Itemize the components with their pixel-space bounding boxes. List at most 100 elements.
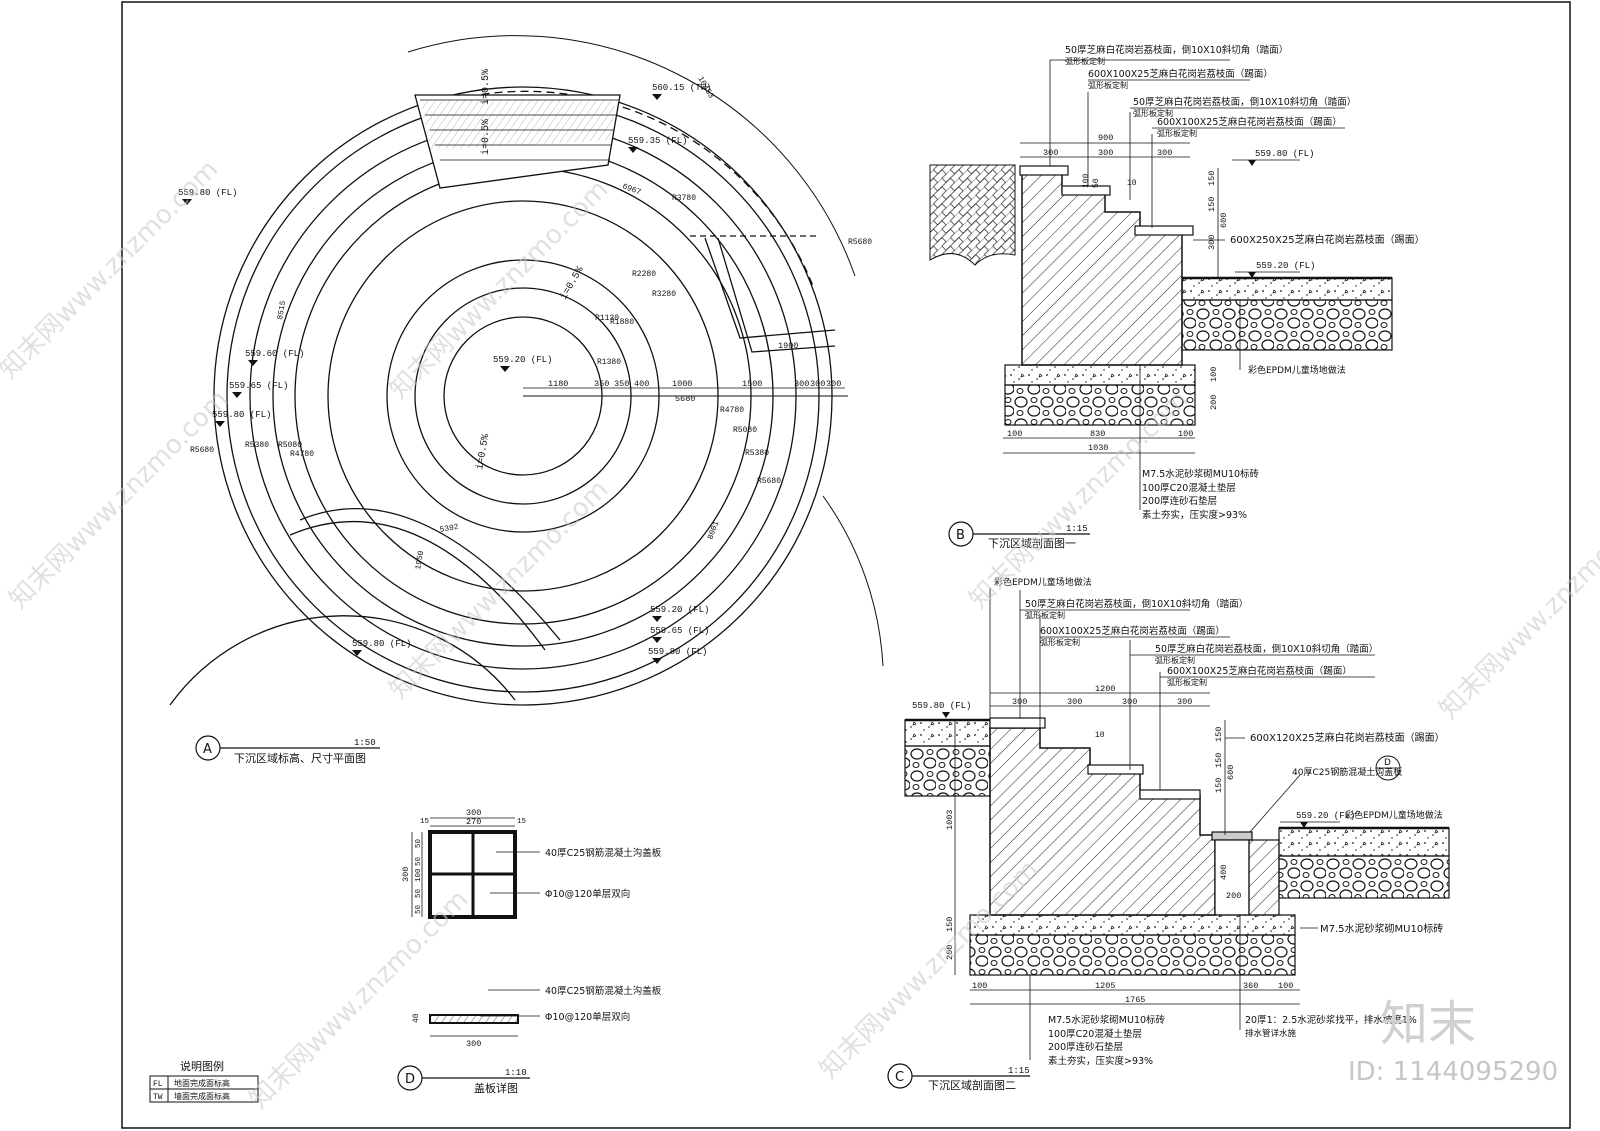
elev-label: 559.20 (FL)	[493, 355, 552, 365]
dim-label: 600	[1219, 213, 1229, 228]
note-text: 弧形板定制	[1088, 80, 1128, 90]
dim-label: 150	[1207, 197, 1217, 212]
note-text: 弧形板定制	[1065, 56, 1105, 66]
note-text: 50厚芝麻白花岗岩荔枝面，倒10X10斜切角（踏面）	[1155, 643, 1378, 655]
radius-label: R5380	[245, 441, 269, 450]
elev-label: 559.80 (FL)	[912, 701, 971, 711]
note-text: 彩色EPDM儿童场地做法	[994, 576, 1092, 588]
slope-label: i=0.5%	[480, 119, 492, 155]
dim-label: 300	[1012, 697, 1027, 707]
trench-note: 排水管详水施	[1245, 1028, 1297, 1039]
dim-label: 200	[945, 945, 955, 960]
elev-label: 559.20 (FL)	[1296, 811, 1355, 821]
view-tag: C	[895, 1070, 904, 1085]
note-text: Φ10@120单层双向	[545, 888, 630, 900]
dim-label: 100	[972, 981, 987, 991]
radius-label: R5080	[733, 426, 757, 435]
elev-label: 559.20 (FL)	[1256, 261, 1315, 271]
dim-label: 300	[1177, 697, 1192, 707]
dim-label: 400	[634, 379, 649, 389]
layer-note: 100厚C20混凝土垫层	[1142, 482, 1236, 494]
note-text: 40厚C25钢筋混凝土沟盖板	[545, 847, 662, 859]
dim-label: 10	[1127, 179, 1137, 188]
note-text: 600X100X25芝麻白花岗岩荔枝面（踢面）	[1040, 625, 1225, 637]
dim-label: 15	[517, 818, 527, 826]
view-title: 盖板详图	[474, 1081, 518, 1095]
dim-label: 1030	[1088, 443, 1108, 453]
plan-elevations: 559.80 (FL) 559.20 (FL) 559.60 (FL) 559.…	[178, 83, 711, 664]
dim-label: 100	[1007, 429, 1022, 439]
note-text: 40厚C25钢筋混凝土沟盖板	[1292, 766, 1402, 778]
dim-label: 300	[466, 1039, 481, 1049]
dim-label: 1000	[672, 379, 692, 389]
dim-label: 150	[1207, 171, 1217, 186]
dim-label: 100	[1178, 429, 1193, 439]
watermark-site: 知末网www.znzmo.com	[4, 384, 235, 615]
dim-label: 300	[1122, 697, 1137, 707]
layer-note: 素土夯实，压实度>93%	[1142, 509, 1247, 521]
dim-label: 350	[614, 379, 629, 389]
dim-label: 100	[1209, 367, 1219, 382]
elev-label: 559.80 (FL)	[212, 410, 271, 420]
dim-label: 100	[415, 868, 423, 882]
radius-label: R3780	[672, 194, 696, 203]
note-text: 弧形板定制	[1040, 637, 1080, 647]
trench-note: 20厚1：2.5水泥砂浆找平，排水坡度1%	[1245, 1014, 1417, 1026]
radius-label: R2280	[632, 270, 656, 279]
dim-label: 50	[415, 904, 423, 914]
watermark-site: 知末网www.znzmo.com	[384, 474, 615, 705]
layer-note: M7.5水泥砂浆砌MU10标砖	[1142, 468, 1260, 480]
dim-label: 200	[1226, 891, 1241, 901]
section-b: 900 300 300 300 150 150 300 600 100 200 …	[929, 44, 1425, 550]
note-text: 弧形板定制	[1133, 108, 1173, 118]
elev-label: 559.80 (FL)	[1255, 149, 1314, 159]
layer-note: 200厚连砂石垫层	[1142, 495, 1217, 507]
elev-label: 559.20 (FL)	[650, 605, 709, 615]
dim-label: 150	[1214, 753, 1224, 768]
elev-label: 559.65 (FL)	[650, 626, 709, 636]
note-text: 50厚芝麻白花岗岩荔枝面，倒10X10斜切角（踏面）	[1025, 598, 1248, 610]
dim-label: 300	[466, 808, 481, 818]
radius-label: R5680	[848, 238, 872, 247]
dim-label: 900	[1098, 133, 1113, 143]
dim-label: 400	[1219, 865, 1229, 880]
watermark-site: 知末网www.znzmo.com	[1434, 494, 1600, 725]
section-c: 1200 300 300 300 300 150 150 150 600 400…	[887, 576, 1450, 1092]
slope-label: i=0.5%	[558, 265, 586, 302]
radius-label: R1880	[610, 318, 634, 327]
view-tag: A	[203, 742, 212, 757]
dim-label: 50	[1092, 178, 1101, 188]
view-scale: 1:50	[354, 738, 376, 748]
elev-label: 559.35 (FL)	[628, 136, 687, 146]
radius-label: R5680	[757, 477, 781, 486]
dim-label: 100	[1082, 173, 1091, 188]
radius-label: R5080	[278, 441, 302, 450]
ref-tag: D	[1384, 758, 1391, 768]
detail-d: 300 15 270 15 300 50 50 100 50 50 40厚C25…	[397, 808, 662, 1095]
slope-label: i=0.5%	[480, 69, 492, 105]
note-text: 弧形板定制	[1155, 655, 1195, 665]
watermark-site: 知末网www.znzmo.com	[244, 884, 475, 1115]
dim-label: 5392	[439, 523, 460, 535]
elev-label: 559.80 (FL)	[648, 647, 707, 657]
dim-label: 300	[1157, 148, 1172, 158]
dim-label: 8001	[706, 520, 721, 541]
dim-label: 600	[1226, 765, 1236, 780]
radius-label: R4780	[290, 450, 314, 459]
dim-label: 300	[826, 379, 841, 389]
view-tag: B	[956, 528, 965, 543]
note-text: 50厚芝麻白花岗岩荔枝面，倒10X10斜切角（踏面）	[1065, 44, 1288, 56]
note-text: 彩色EPDM儿童场地做法	[1248, 364, 1346, 376]
legend-code: FL	[153, 1080, 163, 1089]
layer-note: M7.5水泥砂浆砌MU10标砖	[1048, 1014, 1166, 1026]
note-text: Φ10@120单层双向	[545, 1011, 630, 1023]
dim-label: 50	[415, 838, 423, 848]
dim-label: 150	[1214, 727, 1224, 742]
dim-label: 50	[415, 856, 423, 866]
note-text: 600X250X25芝麻白花岗岩荔枝面（踢面）	[1230, 233, 1425, 246]
dim-label: 300	[1207, 235, 1217, 250]
slope-label: i=0.5%	[474, 433, 492, 471]
radius-label: R3280	[652, 290, 676, 299]
dim-label: 150	[1214, 778, 1224, 793]
